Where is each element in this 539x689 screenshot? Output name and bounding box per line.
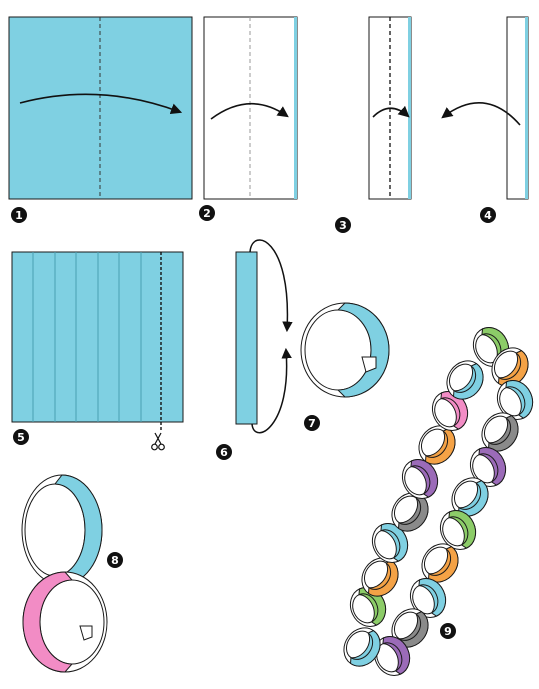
chain-link xyxy=(439,510,477,550)
scissors-icon xyxy=(151,432,165,451)
curved-arrow-icon xyxy=(251,347,292,434)
step-number: 6 xyxy=(220,446,228,459)
paper-edge-blue xyxy=(294,17,297,199)
step-6-panel xyxy=(235,239,293,434)
numbered-circle-icon xyxy=(107,552,123,568)
step-badge-1: 1 xyxy=(11,207,27,223)
step-8-linked-rings xyxy=(21,474,108,673)
top-ring xyxy=(21,474,103,586)
chain-link xyxy=(496,380,534,420)
chain-link xyxy=(373,636,411,676)
chain-link xyxy=(401,459,439,499)
chain-link xyxy=(469,447,507,487)
paper-edge-blue xyxy=(525,17,528,199)
step-number: 2 xyxy=(203,207,211,220)
numbered-circle-icon xyxy=(480,207,496,223)
step-badge-8: 8 xyxy=(107,552,123,568)
curved-arrow-icon xyxy=(19,93,183,115)
chain-link xyxy=(343,627,381,667)
step-2-panel xyxy=(203,16,298,200)
chain-link xyxy=(349,587,387,627)
curved-arrow-icon xyxy=(372,105,410,118)
numbered-circle-icon xyxy=(335,217,351,233)
step-number: 7 xyxy=(308,417,316,430)
curved-arrow-icon xyxy=(249,239,293,333)
numbered-circle-icon xyxy=(13,429,29,445)
chain-link xyxy=(371,523,409,563)
chain-link xyxy=(431,391,469,431)
chain-link xyxy=(421,543,459,583)
numbered-circle-icon xyxy=(304,415,320,431)
step-badge-3: 3 xyxy=(335,217,351,233)
step-5-panel xyxy=(11,251,184,451)
step-badge-9: 9 xyxy=(440,623,456,639)
numbered-circle-icon xyxy=(199,205,215,221)
paper-strip xyxy=(235,251,258,425)
chain-link xyxy=(446,360,484,400)
step-9-chain-loop xyxy=(343,327,534,676)
paper-edge-blue xyxy=(408,17,411,199)
ring-tab xyxy=(361,356,377,373)
chain-link xyxy=(409,578,447,618)
bottom-ring xyxy=(22,571,108,673)
step-number: 8 xyxy=(111,554,119,567)
step-7-ring xyxy=(300,302,390,398)
step-badge-7: 7 xyxy=(304,415,320,431)
step-badge-4: 4 xyxy=(480,207,496,223)
step-number: 3 xyxy=(339,219,347,232)
ring-blue-band xyxy=(336,302,390,398)
chain-link xyxy=(491,347,529,387)
step-number: 5 xyxy=(17,431,25,444)
curved-arrow-icon xyxy=(441,102,521,126)
step-1-panel xyxy=(8,16,193,200)
chain-link xyxy=(361,557,399,597)
numbered-circle-icon xyxy=(216,444,232,460)
numbered-circle-icon xyxy=(440,623,456,639)
step-4-panel xyxy=(441,16,529,200)
chain-link xyxy=(391,492,429,532)
numbered-circle-icon xyxy=(11,207,27,223)
step-badge-5: 5 xyxy=(13,429,29,445)
chain-link xyxy=(418,425,456,465)
chain-link xyxy=(391,608,429,648)
curved-arrow-icon xyxy=(210,102,289,120)
step-number: 1 xyxy=(15,209,23,222)
step-number: 9 xyxy=(444,625,452,638)
step-3-panel xyxy=(368,16,412,200)
step-badge-6: 6 xyxy=(216,444,232,460)
step-badge-2: 2 xyxy=(199,205,215,221)
step-number: 4 xyxy=(484,209,492,222)
folded-paper xyxy=(506,16,529,200)
